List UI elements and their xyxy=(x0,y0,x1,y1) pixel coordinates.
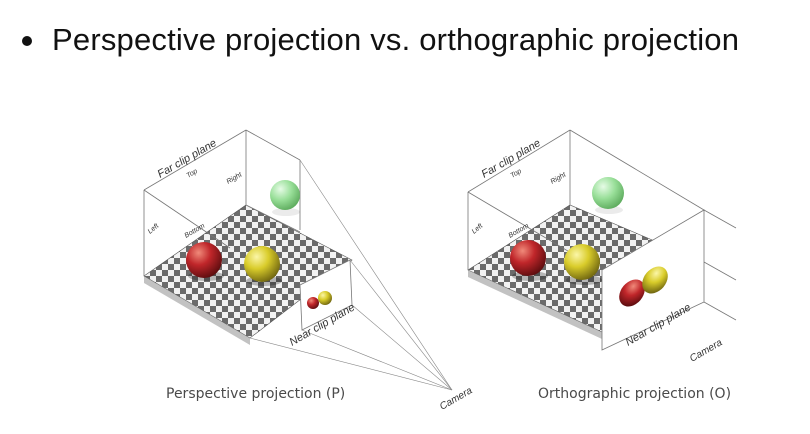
perspective-caption: Perspective projection (P) xyxy=(166,386,345,402)
perspective-camera-label: Camera xyxy=(438,385,475,413)
slide-bullet-text: Perspective projection vs. orthographic … xyxy=(52,22,740,57)
perspective-frustum: Far clip plane Top Right Left Bottom Nea… xyxy=(143,129,475,413)
projected-red-sphere xyxy=(619,279,645,307)
orthographic-box: Far clip plane Top Right Left Bottom Nea… xyxy=(467,129,737,402)
orthographic-left-label: Left xyxy=(471,222,485,236)
projected-yellow-sphere xyxy=(318,291,332,305)
perspective-left-label: Left xyxy=(147,222,161,236)
green-sphere xyxy=(270,180,300,210)
perspective-top-label: Top xyxy=(186,168,199,180)
projected-red-sphere xyxy=(307,297,319,309)
orthographic-caption: Orthographic projection (O) xyxy=(538,386,731,402)
perspective-camera-rays xyxy=(249,159,453,391)
orthographic-right-label: Right xyxy=(550,171,569,186)
bullet-row: Perspective projection vs. orthographic … xyxy=(22,22,739,58)
red-sphere xyxy=(510,240,546,276)
perspective-right-label: Right xyxy=(226,171,245,186)
perspective-spheres xyxy=(186,180,332,309)
orthographic-top-label: Top xyxy=(510,168,523,180)
bullet-dot xyxy=(22,36,32,46)
yellow-sphere xyxy=(564,244,600,280)
red-sphere xyxy=(186,242,222,278)
yellow-sphere xyxy=(244,246,280,282)
perspective-edges xyxy=(143,129,301,276)
orthographic-spheres xyxy=(510,177,668,307)
green-sphere xyxy=(592,177,624,209)
projected-yellow-sphere xyxy=(642,266,668,294)
orthographic-camera-label: Camera xyxy=(688,337,725,365)
